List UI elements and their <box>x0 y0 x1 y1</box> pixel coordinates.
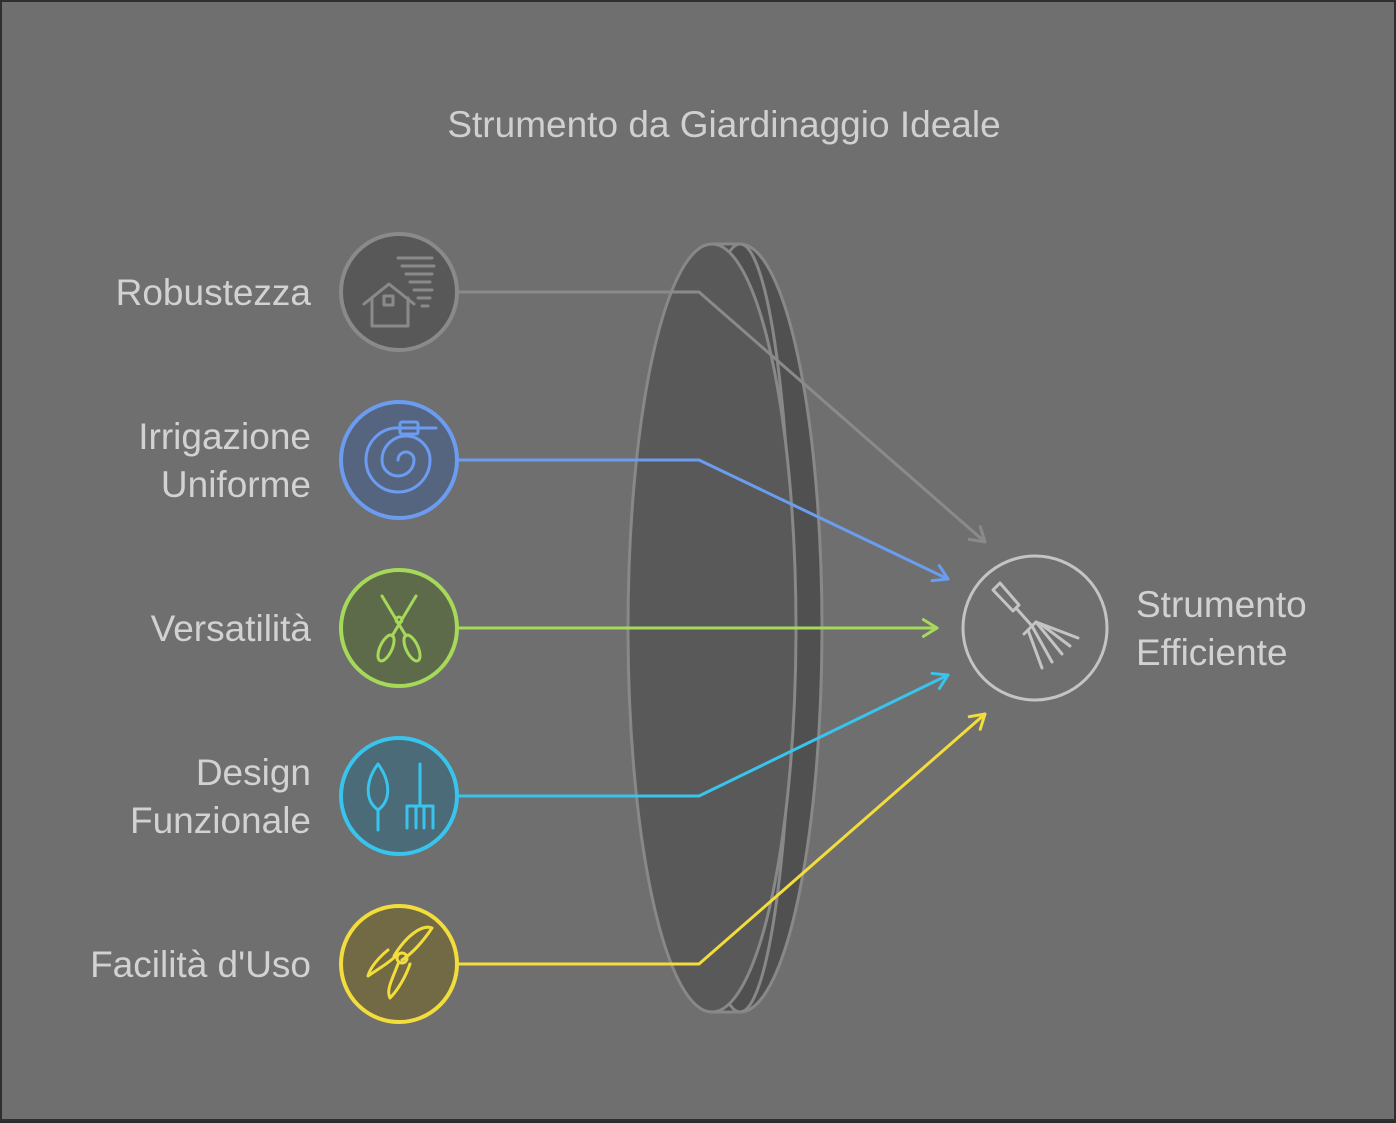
input-node-1: Robustezza <box>116 232 459 352</box>
connector-1 <box>455 290 987 544</box>
output-label-line-2: Efficiente <box>1136 632 1288 673</box>
pruner-icon <box>366 925 434 1000</box>
input-label: Funzionale <box>130 800 311 841</box>
input-label: Versatilità <box>151 608 312 649</box>
connector-4 <box>455 671 950 798</box>
input-nodes: RobustezzaIrrigazioneUniformeVersatilità… <box>90 232 459 1024</box>
output-circle <box>961 554 1109 702</box>
input-label: Uniforme <box>161 464 311 505</box>
input-node-3: Versatilità <box>151 568 459 688</box>
connector-2 <box>455 458 950 583</box>
input-circle <box>339 568 459 688</box>
arrow-head <box>930 564 950 583</box>
arrow-head <box>921 618 939 638</box>
input-circle <box>339 736 459 856</box>
rake-icon <box>991 581 1080 670</box>
input-label: Facilità d'Uso <box>90 944 311 985</box>
connector-5 <box>455 712 987 966</box>
connectors <box>455 290 987 966</box>
diagram-title: Strumento da Giardinaggio Ideale <box>447 104 1000 145</box>
arrow-head <box>967 525 987 544</box>
connector-3 <box>455 618 939 638</box>
input-label: Design <box>196 752 311 793</box>
input-node-5: Facilità d'Uso <box>90 904 459 1024</box>
output-node: Strumento Efficiente <box>961 554 1307 702</box>
input-label: Irrigazione <box>138 416 311 457</box>
trowel-fork-icon <box>366 762 435 832</box>
arrow-head <box>930 671 950 690</box>
hose-icon <box>364 420 438 494</box>
house-wind-icon <box>362 256 436 328</box>
scissors-icon <box>376 594 422 663</box>
output-label-line-1: Strumento <box>1136 584 1307 625</box>
arrow-head <box>967 712 987 731</box>
input-label: Robustezza <box>116 272 312 313</box>
